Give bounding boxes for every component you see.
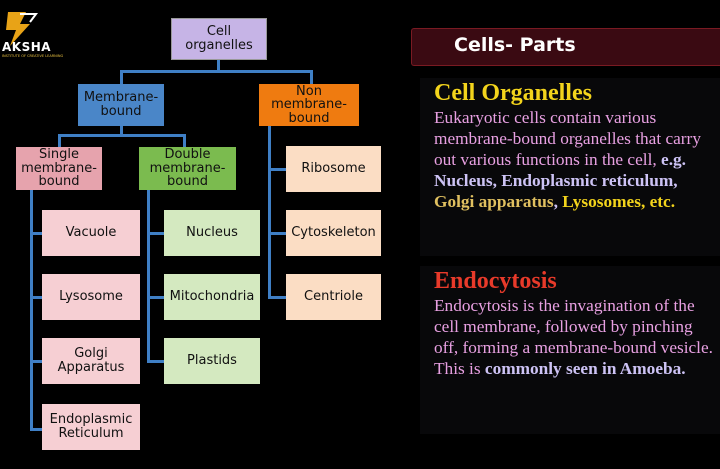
slide-title: Cells- Parts [454,34,576,56]
node-plastids: Plastids [164,338,260,384]
connector [30,296,42,299]
golgi-example: Golgi apparatus [434,192,554,211]
node-lysosome: Lysosome [42,274,140,320]
connector [120,70,313,73]
connector [268,168,286,171]
endocytosis-emphasis: commonly seen in Amoeba. [484,359,686,378]
connector [30,232,42,235]
node-single-membrane-bound: Single membrane-bound [16,147,102,190]
connector [30,428,42,431]
cell-organelles-examples: e.g. Nucleus, Endoplasmic reticulum, [434,150,686,190]
connector [268,296,286,299]
connector [268,232,286,235]
connector [268,126,271,298]
connector [217,60,220,72]
node-membrane-bound: Membrane-bound [78,84,164,126]
cell-organelles-heading: Cell Organelles [434,80,592,106]
connector [147,296,164,299]
node-non-membrane-bound: Non membrane-bound [259,84,359,126]
connector [58,134,61,148]
cell-organelles-text: Eukaryotic cells contain various membran… [434,107,720,212]
connector [147,360,164,363]
lysosomes-example: Lysosomes, etc. [562,192,676,211]
slide-title-bar: Cells- Parts [411,28,720,66]
logo-text: AKSHA [2,40,52,54]
node-centriole: Centriole [286,274,381,320]
cell-organelles-body: Eukaryotic cells contain various membran… [434,108,701,169]
node-cytoskeleton: Cytoskeleton [286,210,381,256]
connector [120,124,123,136]
node-nucleus: Nucleus [164,210,260,256]
endocytosis-panel: Endocytosis Endocytosis is the invaginat… [420,266,720,434]
connector [30,360,42,363]
connector [310,70,313,84]
connector [183,134,186,148]
endocytosis-text: Endocytosis is the invagination of the c… [434,295,720,379]
endocytosis-heading: Endocytosis [434,268,557,294]
connector [147,232,164,235]
connector [120,70,123,84]
node-ribosome: Ribosome [286,146,381,192]
node-endoplasmic-reticulum: Endoplasmic Reticulum [42,404,140,450]
node-mitochondria: Mitochondria [164,274,260,320]
example-separator: , [553,192,558,211]
connector [147,190,150,362]
logo-tagline: INSTITUTE OF CREATIVE LEARNING [2,54,64,58]
node-golgi-apparatus: Golgi Apparatus [42,338,140,384]
connector [30,190,33,430]
connector [58,134,186,137]
cell-organelles-panel: Cell Organelles Eukaryotic cells contain… [420,78,720,256]
node-vacuole: Vacuole [42,210,140,256]
node-double-membrane-bound: Double membrane-bound [139,147,236,190]
endocytosis-body: Endocytosis is the invagination of the c… [434,296,713,378]
logo-emblem-icon [6,12,38,46]
node-cell-organelles: Cell organelles [171,18,267,60]
